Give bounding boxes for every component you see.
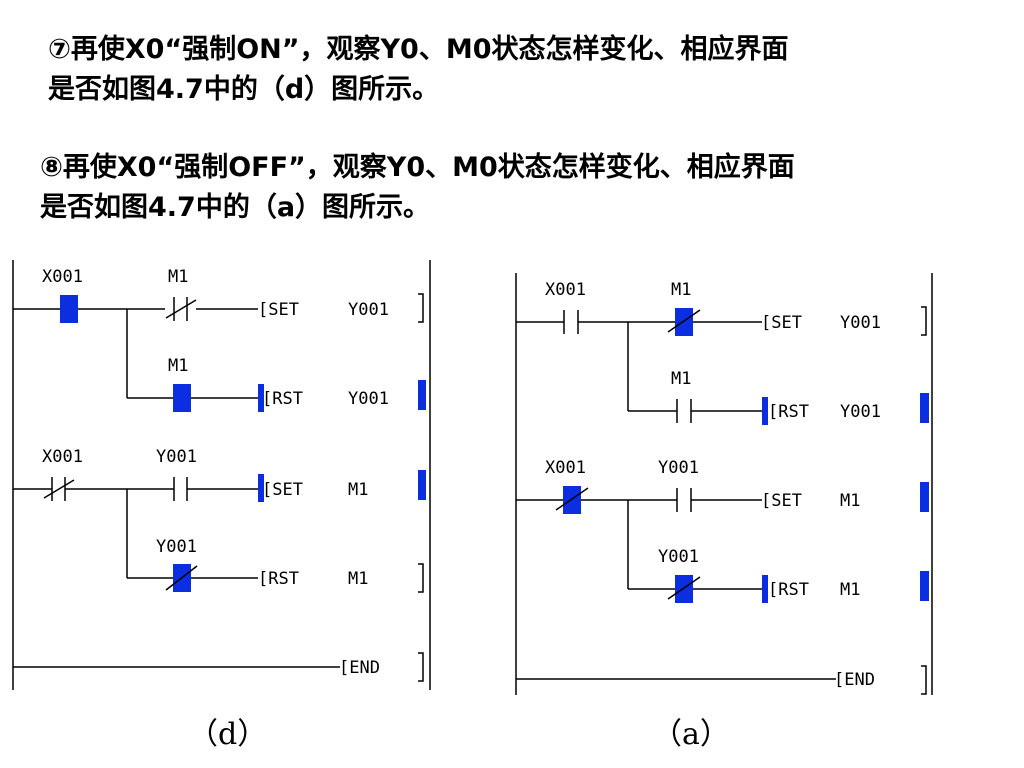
label-x001: X001 — [42, 447, 83, 467]
coil-cmd: [RST — [258, 569, 299, 589]
active-contact-m1-nc — [675, 308, 693, 336]
label-y001: Y001 — [156, 447, 197, 467]
active-output-marker — [920, 393, 929, 423]
label-m1: M1 — [671, 280, 691, 300]
ladder-diagram-d — [12, 260, 431, 690]
coil-cmd: [RST — [262, 389, 303, 409]
caption-d: （d） — [188, 717, 267, 752]
instruction-step-7-line1: ⑦再使X0“强制ON”，观察Y0、M0状态怎样变化、相应界面 — [48, 34, 789, 65]
coil-operand: Y001 — [348, 300, 389, 320]
coil-operand: M1 — [840, 491, 860, 511]
coil-operand: Y001 — [348, 389, 389, 409]
instruction-step-8-line1: ⑧再使X0“强制OFF”，观察Y0、M0状态怎样变化、相应界面 — [40, 152, 795, 183]
coil-operand: Y001 — [840, 313, 881, 333]
active-output-marker — [920, 482, 929, 512]
end-label: [END — [834, 670, 875, 690]
active-coil-marker — [762, 575, 768, 603]
active-coil-marker — [258, 384, 264, 412]
instruction-step-8: ⑧再使X0“强制OFF”，观察Y0、M0状态怎样变化、相应界面 是否如图4.7中… — [40, 148, 1000, 228]
label-m1: M1 — [168, 356, 188, 376]
coil-cmd: [SET — [761, 313, 802, 333]
label-y001: Y001 — [156, 537, 197, 557]
instruction-step-7: ⑦再使X0“强制ON”，观察Y0、M0状态怎样变化、相应界面 是否如图4.7中的… — [48, 30, 988, 110]
label-y001: Y001 — [658, 547, 699, 567]
active-output-marker — [920, 571, 929, 601]
active-coil-marker — [762, 397, 768, 425]
active-coil-marker — [258, 474, 264, 502]
end-label: [END — [339, 658, 380, 678]
coil-cmd: [RST — [768, 580, 809, 600]
coil-operand: M1 — [840, 580, 860, 600]
label-x001: X001 — [545, 280, 586, 300]
instruction-step-7-line2: 是否如图4.7中的（d）图所示。 — [48, 74, 440, 105]
label-m1: M1 — [168, 267, 188, 287]
active-output-marker — [418, 470, 426, 500]
label-x001: X001 — [42, 267, 83, 287]
coil-operand: M1 — [348, 480, 368, 500]
active-contact-y001-nc — [675, 575, 693, 603]
ladder-diagram-a — [515, 273, 933, 695]
coil-operand: Y001 — [840, 402, 881, 422]
coil-cmd: [SET — [258, 300, 299, 320]
caption-a: （a） — [652, 717, 730, 752]
label-x001: X001 — [545, 458, 586, 478]
active-contact-x001-nc — [563, 486, 581, 514]
active-contact-x001 — [60, 295, 78, 323]
coil-operand: M1 — [348, 569, 368, 589]
coil-cmd: [RST — [768, 402, 809, 422]
coil-cmd: [SET — [262, 480, 303, 500]
label-y001: Y001 — [658, 458, 699, 478]
label-m1: M1 — [671, 369, 691, 389]
instruction-step-8-line2: 是否如图4.7中的（a）图所示。 — [40, 192, 431, 223]
coil-cmd: [SET — [761, 491, 802, 511]
active-contact-m1 — [173, 384, 191, 412]
active-output-marker — [418, 380, 426, 410]
